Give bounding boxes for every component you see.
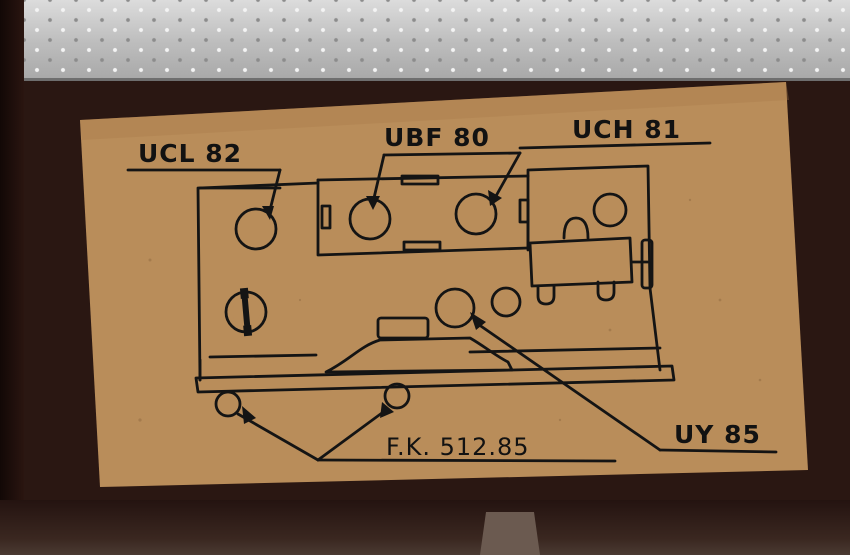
cabinet-notch xyxy=(480,512,540,555)
cardboard-label xyxy=(80,82,808,487)
tube-label-uch81: UCH 81 xyxy=(572,115,681,144)
uch81-module xyxy=(528,192,654,306)
paper-texture xyxy=(138,198,762,422)
pointer-lines xyxy=(236,151,662,462)
control-knob xyxy=(224,287,268,337)
speaker-grille xyxy=(24,0,850,81)
label-underlines xyxy=(126,141,778,463)
tube-label-uy85: UY 85 xyxy=(674,420,761,449)
chassis-outline xyxy=(194,164,676,394)
loudspeaker xyxy=(324,316,514,374)
tube-sockets xyxy=(234,192,522,329)
chassis-feet xyxy=(214,382,411,418)
cabinet-left-edge xyxy=(0,0,24,555)
tube-label-ubf80: UBF 80 xyxy=(384,123,490,152)
cabinet-bottom-edge xyxy=(0,500,850,555)
tube-label-ucl82: UCL 82 xyxy=(138,139,242,168)
chassis-code: F.K. 512.85 xyxy=(386,433,530,461)
